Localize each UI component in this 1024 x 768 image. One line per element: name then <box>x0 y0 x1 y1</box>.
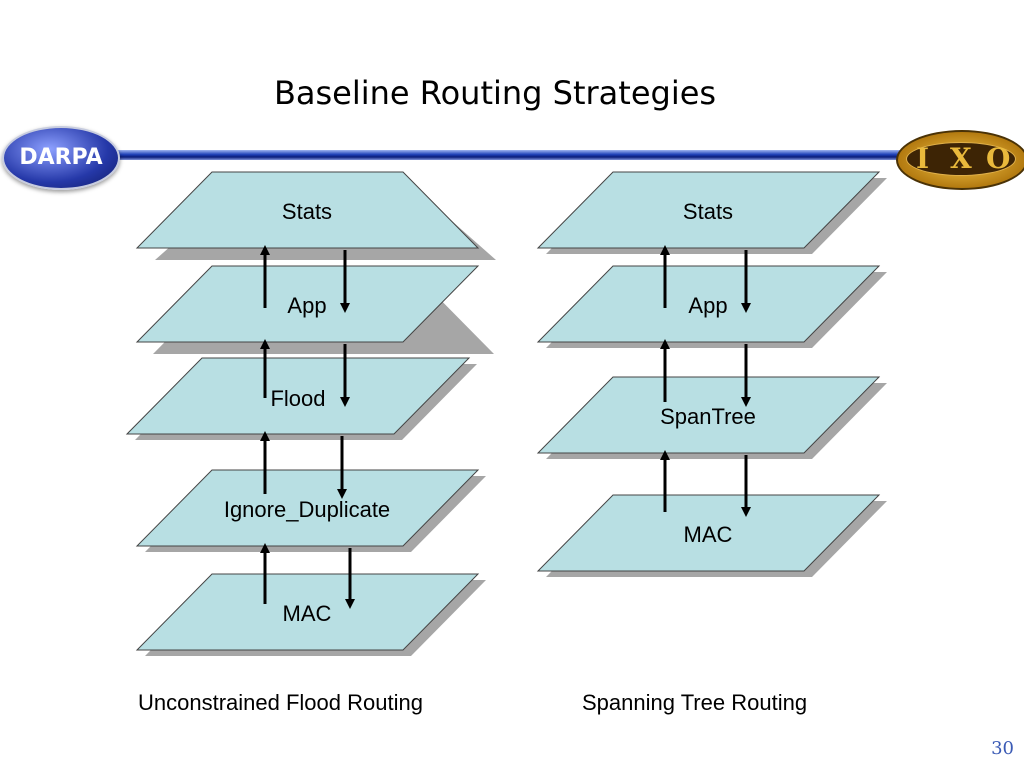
layer-label: Ignore_Duplicate <box>224 497 390 522</box>
ixo-logo-o-glyph: O <box>986 142 1011 175</box>
ixo-logo-inner <box>906 142 1016 176</box>
layer-ignore-duplicate <box>135 469 480 547</box>
layer-stats <box>536 171 881 249</box>
caption-flood-routing: Unconstrained Flood Routing <box>138 690 423 715</box>
layer-app <box>135 265 480 343</box>
layer-mac <box>135 573 480 651</box>
layer-label: MAC <box>684 522 733 547</box>
darpa-logo-text: DARPA <box>19 145 103 170</box>
page-number: 30 <box>991 738 1014 759</box>
ixo-logo-i-glyph: I <box>916 142 930 175</box>
stack-spantree: Stats App SpanTree MAC <box>536 171 887 577</box>
layer-spantree <box>536 376 881 454</box>
layer-label: MAC <box>283 601 332 626</box>
layer-app <box>536 265 881 343</box>
ixo-logo: I X O <box>896 130 1024 190</box>
header-bar <box>60 150 960 160</box>
slide-title: Baseline Routing Strategies <box>273 74 717 112</box>
layer-label: Flood <box>270 386 325 411</box>
layer-label: App <box>287 293 326 318</box>
darpa-logo: DARPA <box>2 126 120 190</box>
layer-flood <box>125 357 471 435</box>
layer-label: Stats <box>683 199 733 224</box>
stack-flood: Stats App Flood Ignore_Duplicate MAC <box>125 171 496 656</box>
layer-label: Stats <box>282 199 332 224</box>
layer-label: SpanTree <box>660 404 756 429</box>
layer-mac <box>536 494 881 572</box>
layer-label: App <box>688 293 727 318</box>
ixo-logo-x-glyph: X <box>950 142 972 175</box>
caption-spanning-tree-routing: Spanning Tree Routing <box>582 690 808 715</box>
layer-stats <box>135 171 480 249</box>
